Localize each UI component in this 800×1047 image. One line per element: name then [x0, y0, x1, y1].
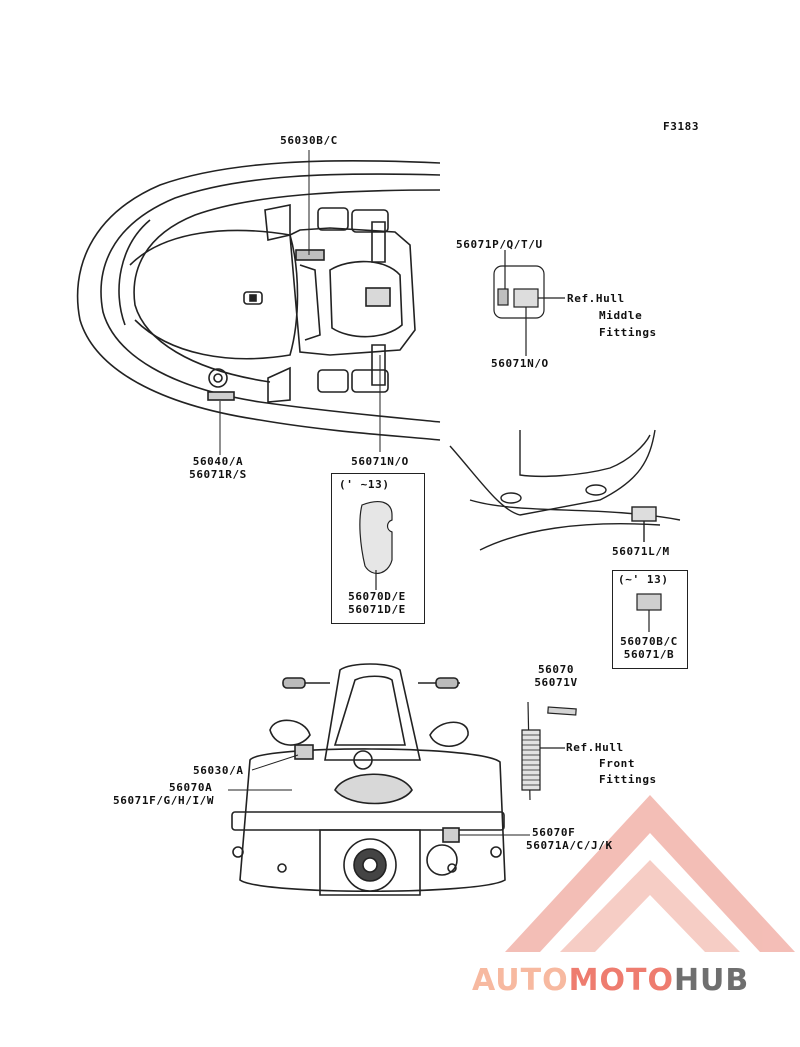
box1-decal-shape [359, 501, 393, 590]
top-view-hull [76, 160, 441, 441]
label-56071acjk: 56071A/C/J/K [526, 839, 613, 852]
label-56071pqtu: 56071P/Q/T/U [456, 238, 543, 251]
box2-label-2: 56071/B [623, 648, 675, 661]
figure-code: F3183 [663, 120, 700, 133]
box2-label-1: 56070B/C [620, 635, 678, 648]
rear-view-watercraft [231, 663, 506, 896]
rear-view-leaders [228, 754, 530, 836]
label-56071rs: 56071R/S [189, 468, 247, 481]
label-ref-hull-middle-3: Fittings [599, 326, 657, 339]
watermark-part-3: HUB [673, 963, 750, 998]
label-56071no-center: 56071N/O [351, 455, 409, 468]
box1-label-1: 56070D/E [348, 590, 406, 603]
label-ref-hull-front-3: Fittings [599, 773, 657, 786]
box1-header: (' ~13) [339, 478, 390, 491]
label-56071lm: 56071L/M [612, 545, 670, 558]
label-56071no-right: 56071N/O [491, 357, 549, 370]
label-56070f: 56070F [532, 826, 576, 839]
label-ref-hull-middle-2: Middle [599, 309, 643, 322]
label-56070: 56070 [537, 663, 575, 676]
top-view-leaders [219, 150, 381, 455]
label-56071fghiw: 56071F/G/H/I/W [113, 794, 215, 807]
detail-box-1 [331, 473, 425, 624]
label-ref-hull-front-1: Ref.Hull [566, 741, 624, 754]
box1-label-2: 56071D/E [348, 603, 406, 616]
label-56030a: 56030/A [193, 764, 244, 777]
label-ref-hull-front-2: Front [599, 757, 636, 770]
watermark-triangle-icon [505, 795, 795, 952]
label-56071v: 56071V [534, 676, 578, 689]
label-56030bc: 56030B/C [280, 134, 338, 147]
label-56070a: 56070A [169, 781, 213, 794]
detail-box-2 [612, 570, 688, 669]
box2-decal-shape [636, 593, 662, 632]
watermark-part-1: AUTO [472, 963, 569, 998]
middle-fittings-decals [493, 250, 565, 356]
label-56040a: 56040/A [192, 455, 244, 468]
label-ref-hull-middle-1: Ref.Hull [567, 292, 625, 305]
watermark-logo: AUTOMOTOHUB [472, 963, 749, 998]
seat-side-view [449, 429, 681, 551]
box2-header: (~' 13) [618, 573, 669, 586]
watermark-part-2: MOTO [568, 963, 674, 998]
front-fittings-parts [521, 701, 577, 801]
